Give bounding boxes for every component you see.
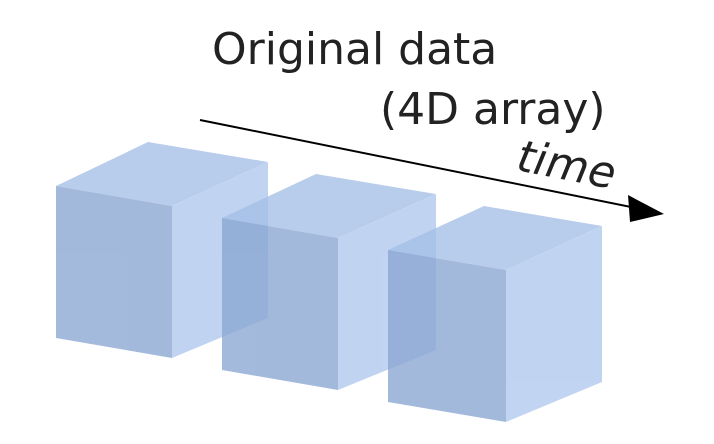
cube-3-side: [506, 226, 602, 422]
title-line-original-data: Original data: [212, 24, 497, 75]
cube-3: [388, 206, 602, 422]
cube-1-front: [56, 186, 172, 358]
title-line-4d-array: (4D array): [380, 84, 606, 135]
time-axis-label: time: [513, 131, 620, 200]
cube-1-top: [56, 142, 268, 206]
cube-3-front: [388, 250, 506, 422]
cube-2-top: [222, 174, 436, 238]
cube-3-top: [388, 206, 602, 270]
cube-2-front: [222, 218, 338, 390]
time-arrow: [199, 119, 664, 222]
